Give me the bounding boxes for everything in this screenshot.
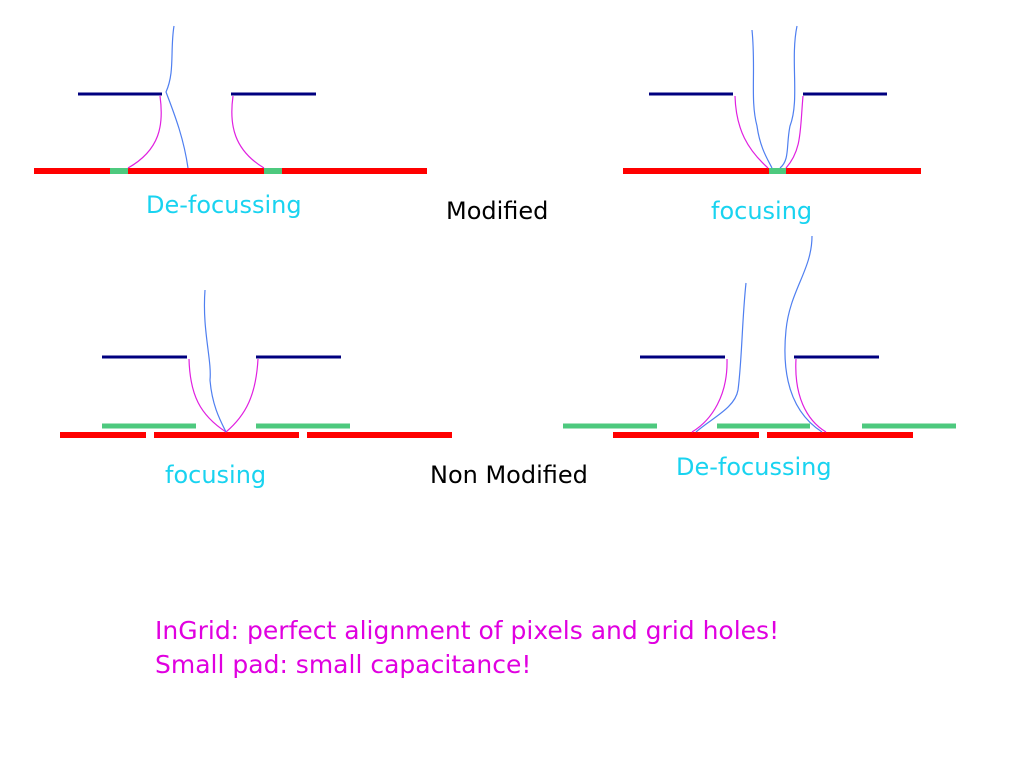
- panel-non-modified-defocussing: [563, 235, 956, 438]
- label-bottom-right: De-focussing: [676, 453, 832, 481]
- field-line-edge: [691, 358, 728, 433]
- field-line-center: [784, 235, 823, 433]
- field-line-center: [203, 289, 227, 433]
- field-line-edge: [734, 95, 769, 169]
- label-top-right: focusing: [711, 197, 812, 225]
- field-line-center: [779, 25, 798, 169]
- field-line-edge: [188, 358, 227, 433]
- field-line-edge: [231, 95, 265, 169]
- field-line-edge: [785, 95, 804, 169]
- panel-modified-focusing: [623, 25, 921, 174]
- label-top-left: De-focussing: [146, 191, 302, 219]
- field-line-center: [751, 29, 773, 169]
- label-modified: Modified: [446, 197, 548, 225]
- field-line-center: [695, 282, 747, 433]
- label-non-modified: Non Modified: [430, 461, 588, 489]
- label-bottom-left: focusing: [165, 461, 266, 489]
- field-line-edge: [127, 95, 162, 169]
- note-line-1: InGrid: perfect alignment of pixels and …: [155, 616, 780, 645]
- note-line-2: Small pad: small capacitance!: [155, 650, 532, 679]
- field-line-edge: [795, 358, 827, 433]
- panel-modified-defocussing: [34, 25, 427, 174]
- field-line-center: [165, 25, 189, 169]
- panel-non-modified-focusing: [60, 289, 452, 438]
- field-line-edge: [225, 358, 259, 433]
